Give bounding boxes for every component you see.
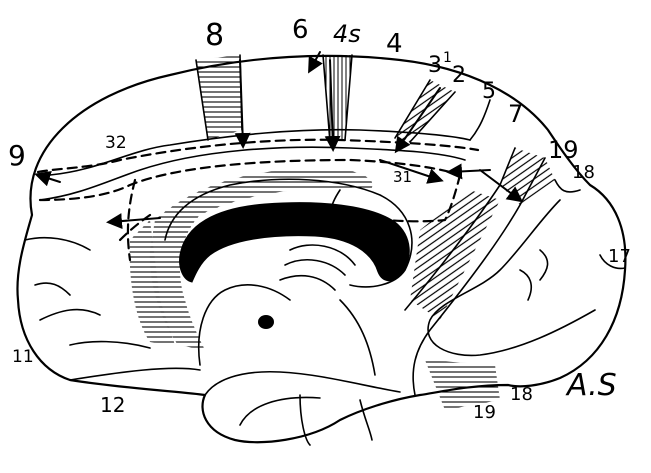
anterior-commissure-dot [258,315,274,329]
area-label-9: 9 [8,139,26,172]
area-label-31: 31 [393,168,412,186]
area-label-19-top: 19 [548,136,579,164]
area-label-4: 4 [386,29,403,59]
area-label-4s: 4s [333,20,361,48]
area-label-32: 32 [105,133,127,153]
area-label-8: 8 [205,18,224,53]
author-signature: A.S [565,368,617,403]
area-19-upper-strip [500,148,555,205]
area-label-12: 12 [100,393,125,417]
area-label-19-bottom: 19 [473,402,496,423]
area-label-5: 5 [482,79,496,104]
area-label-11: 11 [12,347,34,367]
area-label-1: 1 [443,50,452,66]
hemisphere-outline [17,56,625,442]
area-label-7: 7 [508,100,523,128]
area-label-17: 17 [608,246,631,267]
area-label-6: 6 [292,15,309,45]
area-label-3: 3 [428,53,442,78]
area-8-strip [196,55,242,140]
area-label-18-top: 18 [572,162,595,183]
area-label-18-bottom: 18 [510,384,533,405]
corpus-callosum [180,203,410,282]
area-label-2: 2 [452,63,466,88]
